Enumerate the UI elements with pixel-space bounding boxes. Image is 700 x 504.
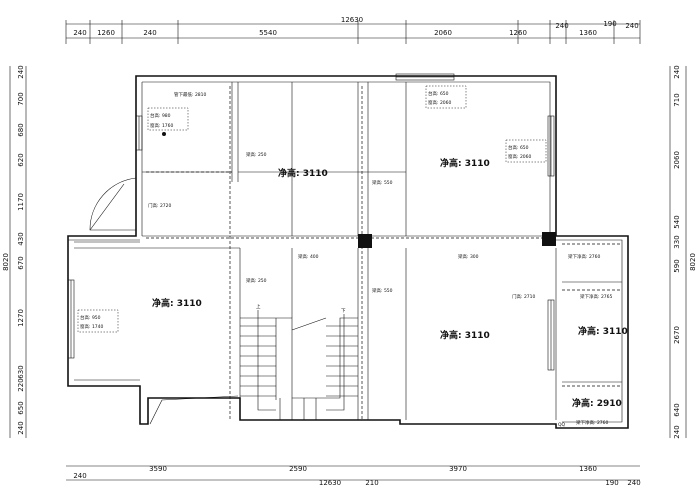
beam-r1-note: 梁下净高: 2760: [568, 253, 601, 260]
bottom-dim-5: 3970: [449, 465, 467, 473]
win-r-sill: 台高: 650: [508, 144, 529, 151]
bottom-dim-4: 210: [365, 479, 378, 487]
stair-up-label: 上: [256, 303, 261, 310]
top-dim-9: 190: [603, 20, 616, 28]
win-tl-sill: 台高: 980: [150, 112, 171, 119]
win-l-height: 窗高: 1740: [80, 323, 104, 330]
left-total-dim: 8020: [2, 253, 10, 271]
right-dim-9: 240: [673, 425, 681, 438]
top-total-dim: 12630: [341, 16, 363, 24]
right-dim-6: 590: [673, 259, 681, 272]
win-l-sill: 台高: 950: [80, 314, 101, 321]
win-tr-sill: 台高: 650: [428, 90, 449, 97]
interior-walls: [68, 82, 622, 420]
beam-e-note: 梁高: 250: [246, 277, 267, 284]
stair-down-label: 下: [341, 308, 346, 314]
bottom-dim-8: 240: [627, 479, 640, 487]
left-dim-12: 240: [17, 421, 25, 434]
top-dim-2: 1260: [97, 29, 115, 37]
win-tr-height: 窗高: 2060: [428, 99, 452, 106]
door-swing: [89, 177, 137, 231]
left-dim-6: 430: [17, 232, 25, 245]
top-dim-5: 2060: [434, 29, 452, 37]
right-total-dim: 8020: [689, 253, 697, 271]
annotations: 管下最低: 2810 台高: 980 窗高: 1760 台高: 650 窗高: …: [77, 85, 613, 428]
right-dim-4: 540: [673, 215, 681, 228]
windows: [67, 73, 555, 371]
top-dimensions: 12630 240 1260 240 5540 2060 1260 240 13…: [65, 16, 641, 44]
left-dim-7: 670: [17, 256, 25, 269]
door-left-note: 门高: 2720: [148, 202, 172, 209]
top-dim-10: 240: [625, 22, 638, 30]
right-dim-7: 2670: [673, 326, 681, 344]
top-dim-7: 240: [555, 22, 568, 30]
beam-top-note: 管下最低: 2810: [174, 91, 207, 98]
left-dim-3: 680: [17, 123, 25, 136]
entry-ramp: [149, 395, 239, 425]
left-dim-9: 630: [17, 365, 25, 378]
door-right-note: 门高: 2710: [512, 293, 536, 300]
fixture-symbol: QQ: [558, 422, 566, 428]
column-center: [358, 234, 372, 248]
room-label-left: 净高: 3110: [152, 297, 202, 309]
left-dimensions: 8020 240 700 680 620 1170 430 670 1270 6…: [2, 65, 27, 438]
room-label-right: 净高: 3110: [578, 325, 628, 337]
room-label-top-right: 净高: 3110: [440, 157, 490, 169]
left-dim-2: 700: [17, 92, 25, 105]
room-label-bottom-right: 净高: 2910: [572, 397, 622, 409]
bottom-total-dim: 12630: [319, 479, 341, 487]
beam-lines: [146, 86, 622, 420]
beam-c-note: 梁高: 400: [298, 253, 319, 260]
left-dim-10: 220: [17, 378, 25, 391]
column-right: [542, 232, 556, 246]
left-dim-5: 1170: [17, 193, 25, 211]
beam-a-note: 梁高: 250: [246, 151, 267, 158]
top-dim-3: 240: [143, 29, 156, 37]
marker-dot: [162, 132, 166, 136]
bottom-dimensions: 12630 240 3590 2590 210 3970 1360 190 24…: [66, 465, 641, 487]
right-dim-3: 2060: [673, 151, 681, 169]
top-dim-1: 240: [73, 29, 86, 37]
beam-r2-note: 梁下净高: 2765: [580, 293, 613, 300]
left-dim-11: 650: [17, 401, 25, 414]
right-dim-2: 710: [673, 93, 681, 106]
beam-f-note: 梁高: 550: [372, 287, 393, 294]
beam-d-note: 梁高: 300: [458, 253, 479, 260]
room-label-top-center: 净高: 3110: [278, 167, 328, 179]
staircase: 上 下: [240, 303, 358, 420]
bottom-dim-6: 1360: [579, 465, 597, 473]
left-dim-4: 620: [17, 153, 25, 166]
room-labels: 净高: 3110 净高: 3110 净高: 3110 净高: 3110 净高: …: [152, 157, 628, 409]
left-dim-1: 240: [17, 65, 25, 78]
room-label-bottom-center: 净高: 3110: [440, 329, 490, 341]
bottom-dim-7: 190: [605, 479, 618, 487]
top-dim-6: 1260: [509, 29, 527, 37]
bottom-dim-1: 240: [73, 472, 86, 480]
left-dim-8: 1270: [17, 309, 25, 327]
bottom-dim-2: 3590: [149, 465, 167, 473]
top-dim-4: 5540: [259, 29, 277, 37]
right-dim-8: 640: [673, 403, 681, 416]
bottom-dim-3: 2590: [289, 465, 307, 473]
right-dim-1: 240: [673, 65, 681, 78]
top-dim-8: 1360: [579, 29, 597, 37]
right-dim-5: 330: [673, 235, 681, 248]
win-r-height: 窗高: 2060: [508, 153, 532, 160]
right-dimensions: 8020 240 710 2060 540 330 590 2670 640 2…: [669, 65, 697, 439]
beam-r3-note: 梁下净高: 2760: [576, 419, 609, 426]
win-tl-height: 窗高: 1760: [150, 122, 174, 129]
beam-b-note: 梁高: 550: [372, 179, 393, 186]
